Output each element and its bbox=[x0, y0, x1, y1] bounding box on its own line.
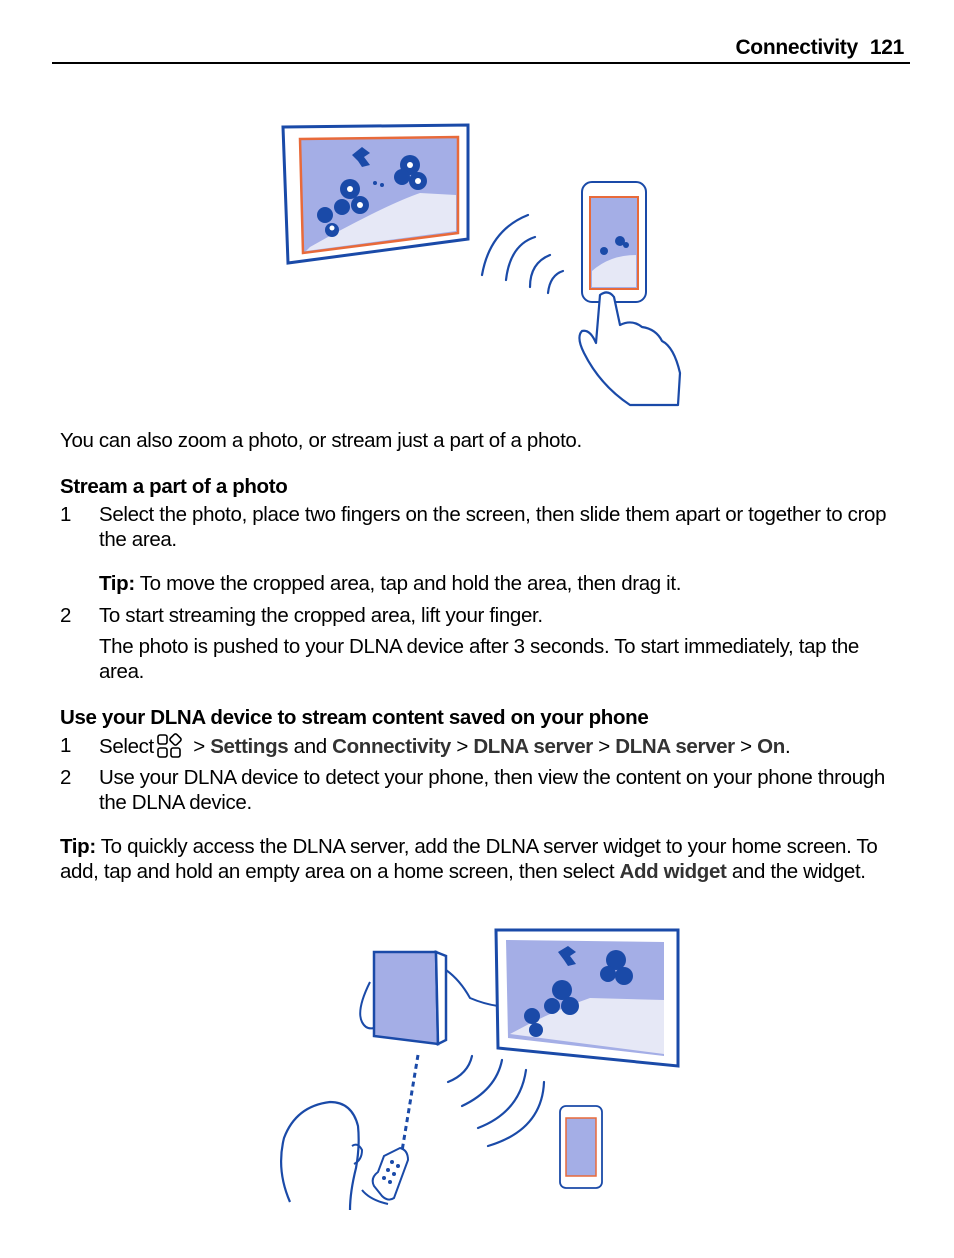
step-text: Use your DLNA device to detect your phon… bbox=[99, 766, 885, 814]
tip-paragraph: Tip: To quickly access the DLNA server, … bbox=[60, 834, 910, 884]
section-heading-stream-part: Stream a part of a photo bbox=[60, 475, 288, 498]
step-text: To start streaming the cropped area, lif… bbox=[99, 604, 543, 627]
tip-paragraph: Tip: To move the cropped area, tap and h… bbox=[99, 571, 909, 596]
separator: > bbox=[734, 735, 758, 758]
dlna-illustration-bottom bbox=[280, 928, 680, 1211]
ui-dlna-server: DLNA server bbox=[615, 735, 735, 758]
stream-illustration-top bbox=[281, 123, 682, 407]
phone-illustration bbox=[559, 1105, 603, 1189]
apps-menu-icon bbox=[157, 733, 182, 758]
section-title: Connectivity bbox=[735, 36, 858, 59]
step-number: 2 bbox=[60, 604, 72, 627]
separator: > bbox=[187, 735, 211, 758]
and-word: and bbox=[288, 735, 333, 758]
page-header: Connectivity 121 bbox=[52, 34, 910, 64]
step-number: 2 bbox=[60, 766, 72, 789]
tv-illustration bbox=[281, 123, 470, 265]
tv-illustration bbox=[494, 928, 680, 1068]
separator: > bbox=[592, 735, 616, 758]
ui-dlna-server: DLNA server bbox=[473, 735, 593, 758]
ui-connectivity: Connectivity bbox=[332, 735, 451, 758]
wifi-waves-icon bbox=[446, 1054, 546, 1148]
tip-text: and the widget. bbox=[726, 860, 866, 883]
ui-on: On bbox=[757, 735, 785, 758]
remote-control-illustration bbox=[361, 1146, 410, 1205]
wifi-waves-icon bbox=[480, 213, 565, 295]
section-heading-dlna: Use your DLNA device to stream content s… bbox=[60, 706, 649, 729]
page-number: 121 bbox=[869, 36, 904, 59]
tip-label: Tip: bbox=[99, 572, 135, 595]
tip-label: Tip: bbox=[60, 835, 96, 858]
step-text: Select the photo, place two fingers on t… bbox=[99, 503, 887, 551]
tip-text: To quickly access the DLNA server, add t… bbox=[60, 835, 878, 883]
step-number: 1 bbox=[60, 734, 72, 757]
step-number: 1 bbox=[60, 503, 72, 526]
period: . bbox=[784, 735, 791, 758]
step-text: Select > Settings and Connectivity > DLN… bbox=[99, 733, 909, 759]
person-illustration bbox=[280, 1100, 364, 1211]
running-header: Connectivity 121 bbox=[735, 36, 904, 60]
separator: > bbox=[450, 735, 474, 758]
tip-text: To move the cropped area, tap and hold t… bbox=[134, 572, 682, 595]
select-word: Select bbox=[99, 735, 154, 758]
phone-illustration bbox=[581, 181, 647, 303]
hand-illustration bbox=[578, 291, 682, 407]
ui-add-widget: Add widget bbox=[619, 860, 727, 883]
ui-settings: Settings bbox=[210, 735, 289, 758]
step-note: The photo is pushed to your DLNA device … bbox=[99, 635, 859, 683]
intro-paragraph: You can also zoom a photo, or stream jus… bbox=[60, 429, 582, 452]
media-server-illustration bbox=[359, 950, 499, 1047]
